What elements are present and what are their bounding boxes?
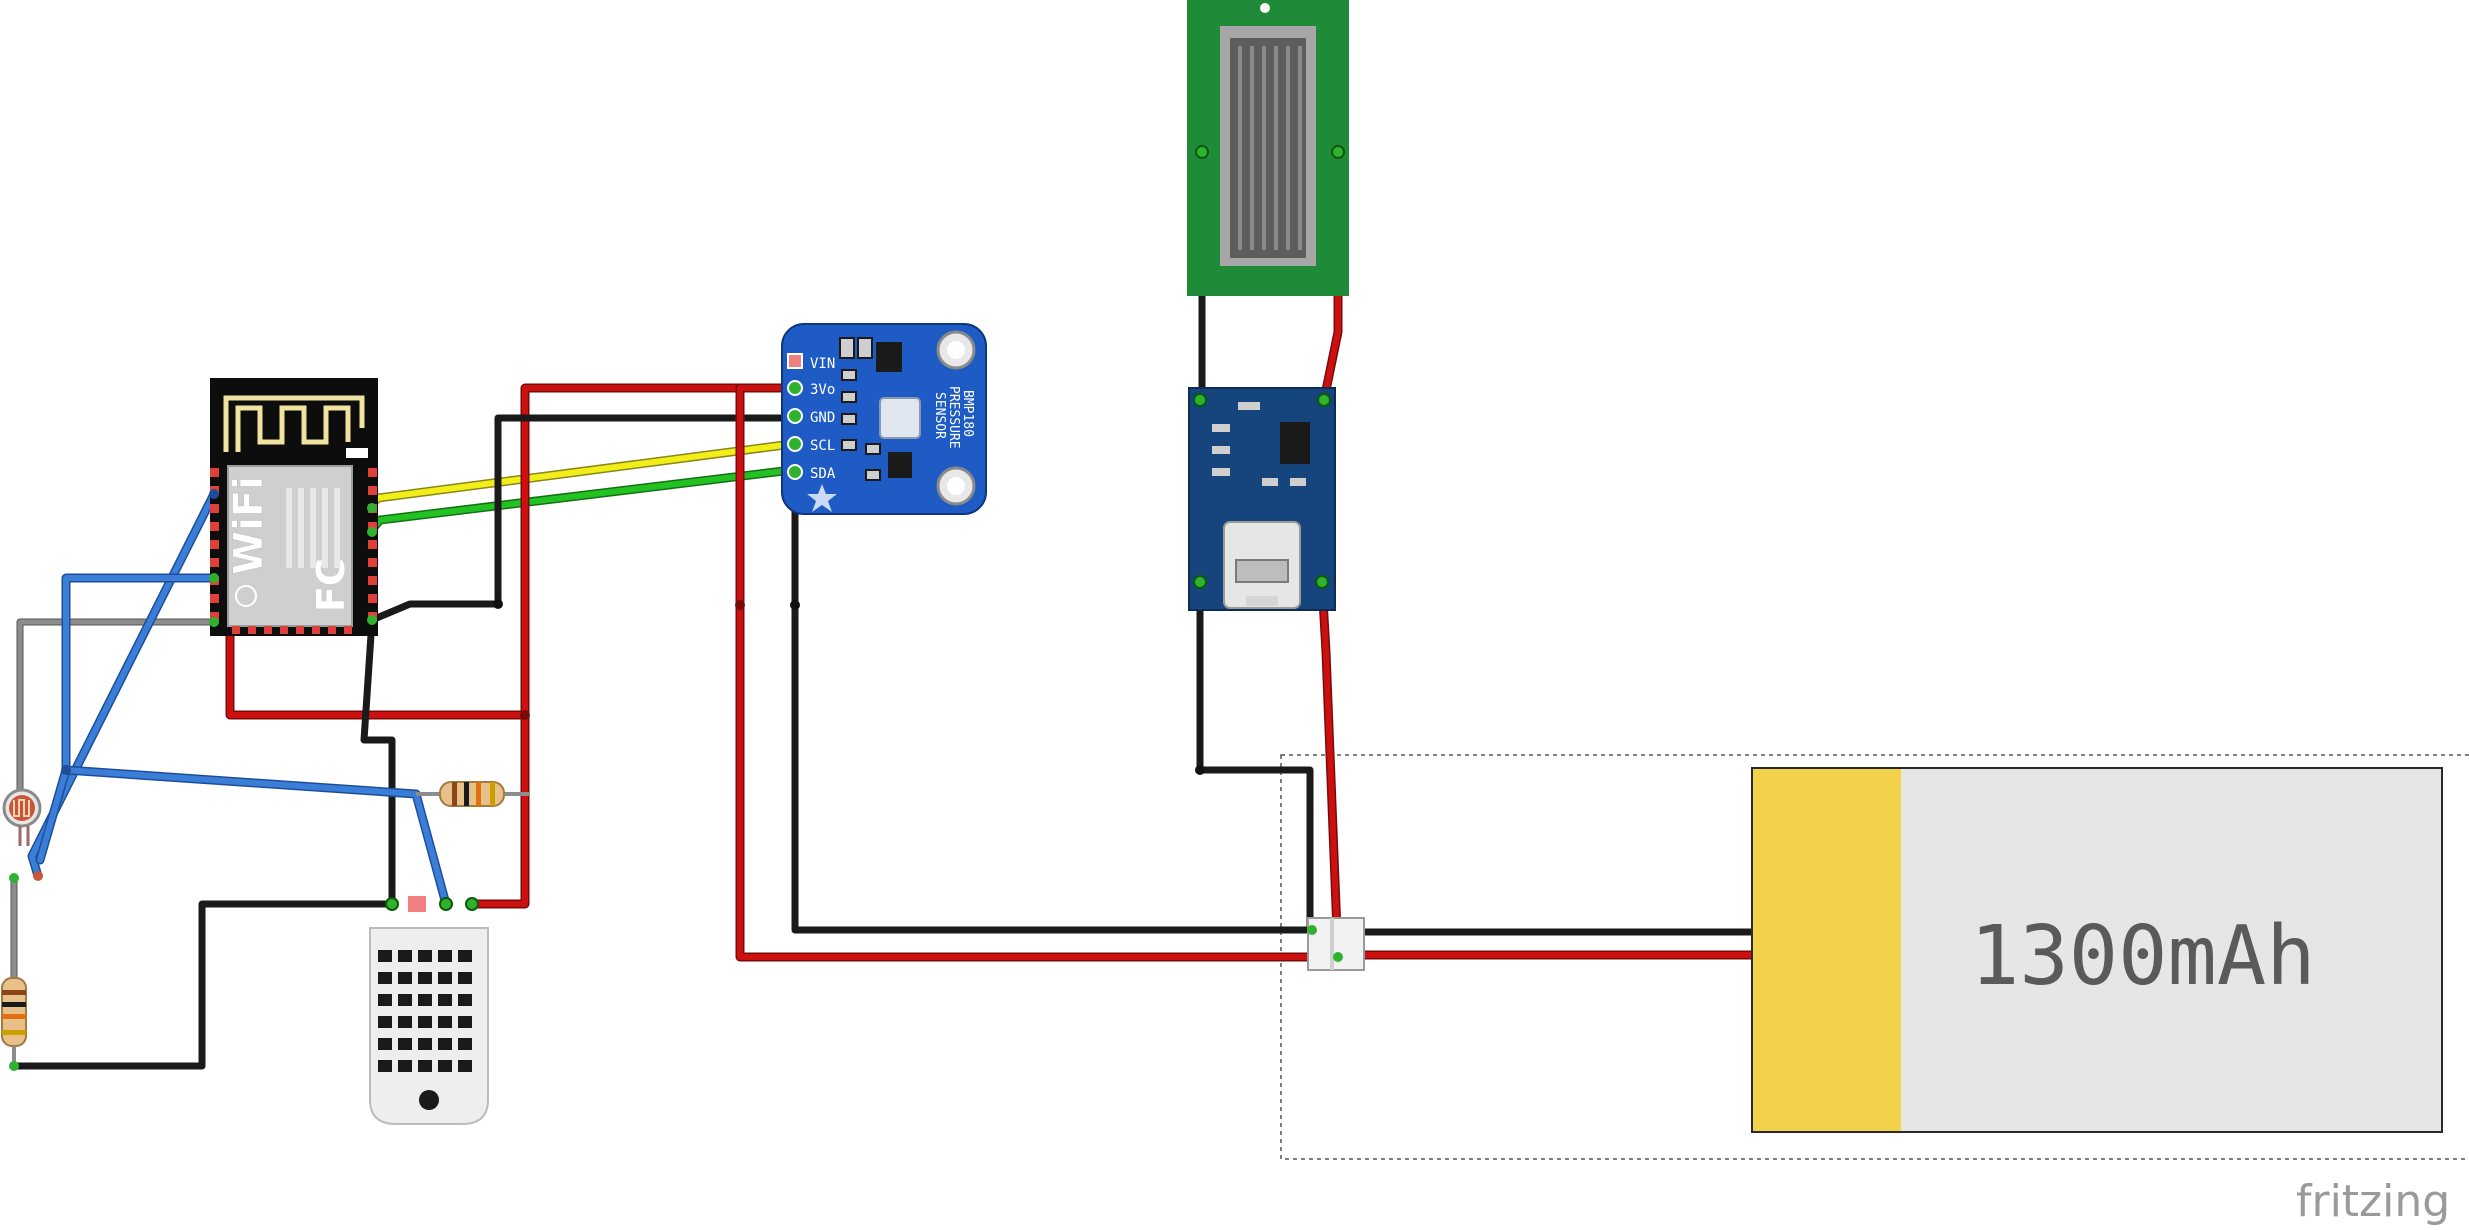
esp-fc-logo: FC — [309, 558, 353, 612]
lipo-battery[interactable]: 1300mAh — [1751, 767, 2443, 1133]
bmp-pin-label-gnd: GND — [810, 410, 835, 426]
dht-vent-grid — [378, 950, 472, 1072]
solar-panel[interactable] — [1187, 0, 1349, 296]
solar-pin-negative[interactable] — [1195, 145, 1209, 159]
antenna-trace — [223, 395, 365, 452]
charger-pin-out-plus[interactable] — [1315, 575, 1329, 589]
battery-capacity-label: 1300mAh — [1970, 909, 2316, 1004]
bmp-pin-vin[interactable] — [787, 353, 803, 369]
wire-junctions — [61, 599, 1205, 775]
charger-pin-out-minus[interactable] — [1193, 575, 1207, 589]
ldr-divider-resistor[interactable] — [1, 977, 27, 1071]
esp-pads-right — [368, 468, 377, 621]
photoresistor[interactable] — [2, 788, 43, 883]
bmp-smd-components — [807, 337, 921, 512]
charger-smd-components — [1212, 402, 1310, 486]
esp-pads-bottom — [232, 626, 352, 634]
esp-ai-logo — [235, 585, 257, 607]
charger-pin-in-plus[interactable] — [1317, 393, 1331, 407]
wire-charger-out-black[interactable] — [1196, 578, 1314, 934]
esp-pin-connections — [209, 489, 377, 627]
bmp-title-line3: SENSOR — [932, 392, 947, 439]
bmp-pin-3vo[interactable] — [787, 380, 803, 396]
dht22-sensor[interactable] — [369, 896, 489, 1125]
bmp-pin-label-3vo: 3Vo — [810, 382, 835, 398]
bmp-pin-label-scl: SCL — [810, 438, 835, 454]
dht-pin-data[interactable] — [439, 897, 453, 911]
bmp180-sensor[interactable]: VIN 3Vo GND SCL SDA BMP180 PRESSURE SENS… — [781, 323, 987, 515]
charger-module[interactable] — [1188, 387, 1336, 611]
bmp-title-line2: PRESSURE — [946, 386, 961, 449]
bmp-pin-gnd[interactable] — [787, 408, 803, 424]
bmp-pin-sda[interactable] — [787, 464, 803, 480]
battery-cap — [1753, 769, 1901, 1131]
battery-connector[interactable] — [1307, 917, 1365, 971]
wire-dht-vcc-red[interactable] — [467, 710, 530, 909]
esp-wifi-module[interactable]: WiFi FC — [210, 378, 378, 636]
wire-ldr-gray[interactable] — [16, 618, 218, 794]
dht-pin-vcc[interactable] — [465, 897, 479, 911]
bmp-pin-label-sda: SDA — [810, 466, 836, 482]
solar-pin-positive[interactable] — [1331, 145, 1345, 159]
charger-pin-in-minus[interactable] — [1193, 393, 1207, 407]
esp-wifi-logo: WiFi — [226, 476, 272, 575]
dht-pin-gnd[interactable] — [385, 897, 399, 911]
wire-gnd-esp-dht-black[interactable] — [360, 616, 396, 908]
bmp-title-line1: BMP180 — [960, 390, 975, 437]
bmp-pin-scl[interactable] — [787, 436, 803, 452]
bmp-pin-label-vin: VIN — [810, 356, 835, 372]
pullup-resistor[interactable] — [416, 781, 530, 807]
wire-gnd-ldr-black[interactable] — [10, 900, 396, 1070]
fritzing-watermark: fritzing — [2296, 1176, 2450, 1227]
